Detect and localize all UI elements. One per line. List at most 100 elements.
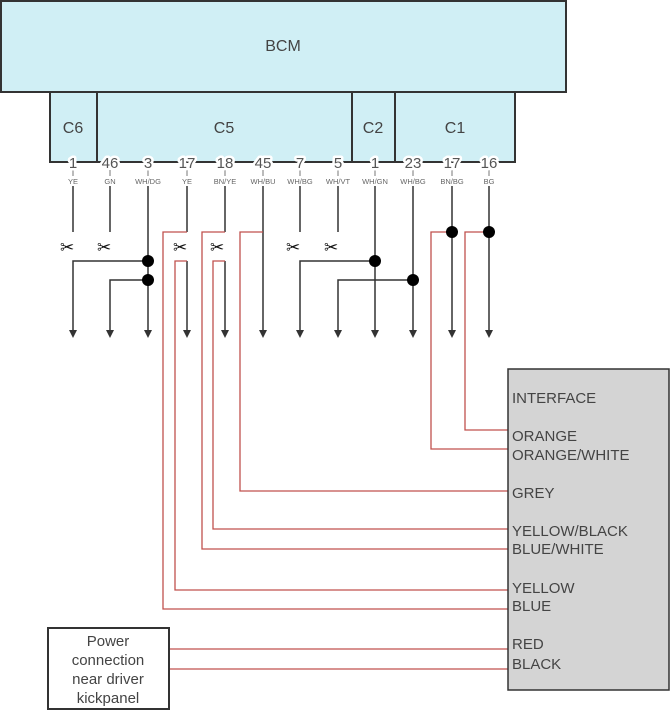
added-wires [162, 231, 508, 670]
pin-color: WH/BG [400, 177, 426, 186]
interface-box [507, 368, 670, 691]
arrow-down-icon [259, 330, 267, 338]
wire-to-yellow-black [212, 260, 508, 530]
bcm-label: BCM [265, 38, 301, 55]
interface-wire-label: BLUE/WHITE [512, 541, 604, 558]
pin-number: 17 [179, 155, 196, 172]
pin-number: 3 [144, 155, 152, 172]
pin-color: WH/BG [287, 177, 313, 186]
interface-wire-label: BLUE [512, 598, 551, 615]
wire-to-blue [162, 231, 508, 610]
scissors-icon: ✂ [173, 238, 187, 258]
arrow-down-icon [485, 330, 493, 338]
pin-color: YE [68, 177, 78, 186]
wire-to-blue-white [201, 231, 508, 550]
connector-label: C1 [445, 120, 466, 137]
interface-wire-label: YELLOW/BLACK [512, 523, 628, 540]
arrow-down-icon [296, 330, 304, 338]
arrow-down-icon [144, 330, 152, 338]
connector-label: C2 [363, 120, 384, 137]
wire-to-orange-white [430, 231, 508, 450]
scissors-icon: ✂ [60, 238, 74, 258]
wire-jumper [109, 279, 148, 331]
wire-to-grey [239, 231, 508, 492]
pin-number: 23 [405, 155, 422, 172]
pin-color: WH/BU [251, 177, 276, 186]
connector-label: C5 [214, 120, 235, 137]
pin-c2-1: 1WH/GN [362, 153, 388, 187]
scissors-icon: ✂ [286, 238, 300, 258]
wire-jumper [72, 260, 148, 331]
arrow-down-icon [409, 330, 417, 338]
pin-color: BG [484, 177, 495, 186]
connector-label: C6 [63, 120, 84, 137]
pin-number: 16 [481, 155, 498, 172]
connector-box [96, 91, 353, 163]
power-label-line: kickpanel [77, 690, 140, 707]
power-connection: Power connection near driver kickpanel [47, 627, 170, 710]
pin-color: GN [104, 177, 115, 186]
power-label-line: connection [72, 652, 145, 669]
power-box [47, 627, 170, 710]
connector-box [394, 91, 516, 163]
connector-c6: C6 [49, 91, 98, 163]
pin-number: 1 [371, 155, 379, 172]
interface-wire-label: ORANGE/WHITE [512, 447, 630, 464]
arrow-down-icon [183, 330, 191, 338]
connector-c5: C5 [96, 91, 353, 163]
splice-dot-icon [446, 226, 458, 238]
pin-number: 5 [334, 155, 342, 172]
connector-c2: C2 [351, 91, 396, 163]
interface-wire-label: RED [512, 636, 544, 653]
interface-wire-label: ORANGE [512, 428, 577, 445]
harness-arrows [69, 330, 493, 338]
cut-marks: ✂ ✂ ✂ ✂ ✂ ✂ [60, 238, 338, 258]
wire-to-orange [464, 231, 508, 431]
pin-number: 46 [102, 155, 119, 172]
pin-color: WH/VT [326, 177, 351, 186]
interface-wire-label: BLACK [512, 656, 561, 673]
arrow-down-icon [106, 330, 114, 338]
pin-number: 18 [217, 155, 234, 172]
wire-jumper [337, 279, 413, 331]
splice-dot-icon [142, 274, 154, 286]
arrow-down-icon [371, 330, 379, 338]
interface-title: INTERFACE [512, 390, 596, 407]
pin-color: YE [182, 177, 192, 186]
splice-dot-icon [407, 274, 419, 286]
pin-c5-5: 5WH/VT [326, 153, 351, 187]
power-label-line: Power [87, 633, 130, 650]
pin-number: 17 [444, 155, 461, 172]
arrow-down-icon [448, 330, 456, 338]
arrow-down-icon [69, 330, 77, 338]
pin-color: WH/GN [362, 177, 388, 186]
pin-number: 45 [255, 155, 272, 172]
pin-c5-3: 3WH/DG [135, 153, 161, 187]
interface-wire-label: YELLOW [512, 580, 575, 597]
pin-color: BN/BG [440, 177, 464, 186]
pin-color: BN/YE [214, 177, 237, 186]
factory-wires [72, 186, 490, 331]
interface-wire-label: GREY [512, 485, 555, 502]
pin-c6-1: 1YE [66, 153, 79, 187]
pin-number: 7 [296, 155, 304, 172]
wire-to-yellow [174, 260, 508, 591]
connector-c1: C1 [394, 91, 516, 163]
bcm-box [0, 0, 567, 93]
splice-dot-icon [483, 226, 495, 238]
pin-c5-7: 7WH/BG [287, 153, 313, 187]
wire-jumper [299, 260, 375, 331]
pin-color: WH/DG [135, 177, 161, 186]
scissors-icon: ✂ [210, 238, 224, 258]
power-label-line: near driver [72, 671, 144, 688]
scissors-icon: ✂ [324, 238, 338, 258]
interface-module: INTERFACE ORANGE ORANGE/WHITE GREY YELLO… [507, 368, 670, 691]
